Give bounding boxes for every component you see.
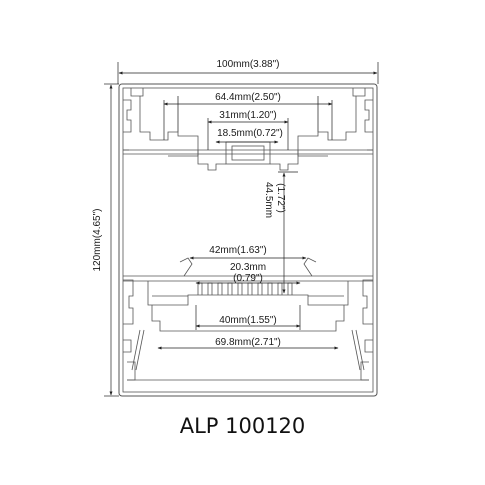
top-outer-dimension: 64.4mm(2.50") [215,92,281,103]
lower-mid-dimension-in: (0.79") [233,273,263,284]
heatsink-chamber [123,257,373,381]
product-title: ALP 100120 [179,414,306,438]
fins-dimension: 40mm(1.55") [219,315,276,326]
dimension-lines [104,62,379,397]
top-mid-dimension: 31mm(1.20") [219,110,276,121]
height-dimension: 120mm(4.65") [92,208,103,271]
lower-outer-dimension: 42mm(1.63") [209,245,266,256]
top-inner-dimension: 18.5mm(0.72") [217,128,283,139]
lower-mid-dimension-mm: 20.3mm [230,262,266,273]
bottom-outer-dimension: 69.8mm(2.71") [215,337,281,348]
width-dimension: 100mm(3.88") [216,59,279,70]
profile-outline [118,83,378,397]
depth-dimension-mm: 44.5mm [263,182,274,218]
depth-dimension-in: (1.72") [275,183,286,213]
top-chamber [123,88,373,171]
